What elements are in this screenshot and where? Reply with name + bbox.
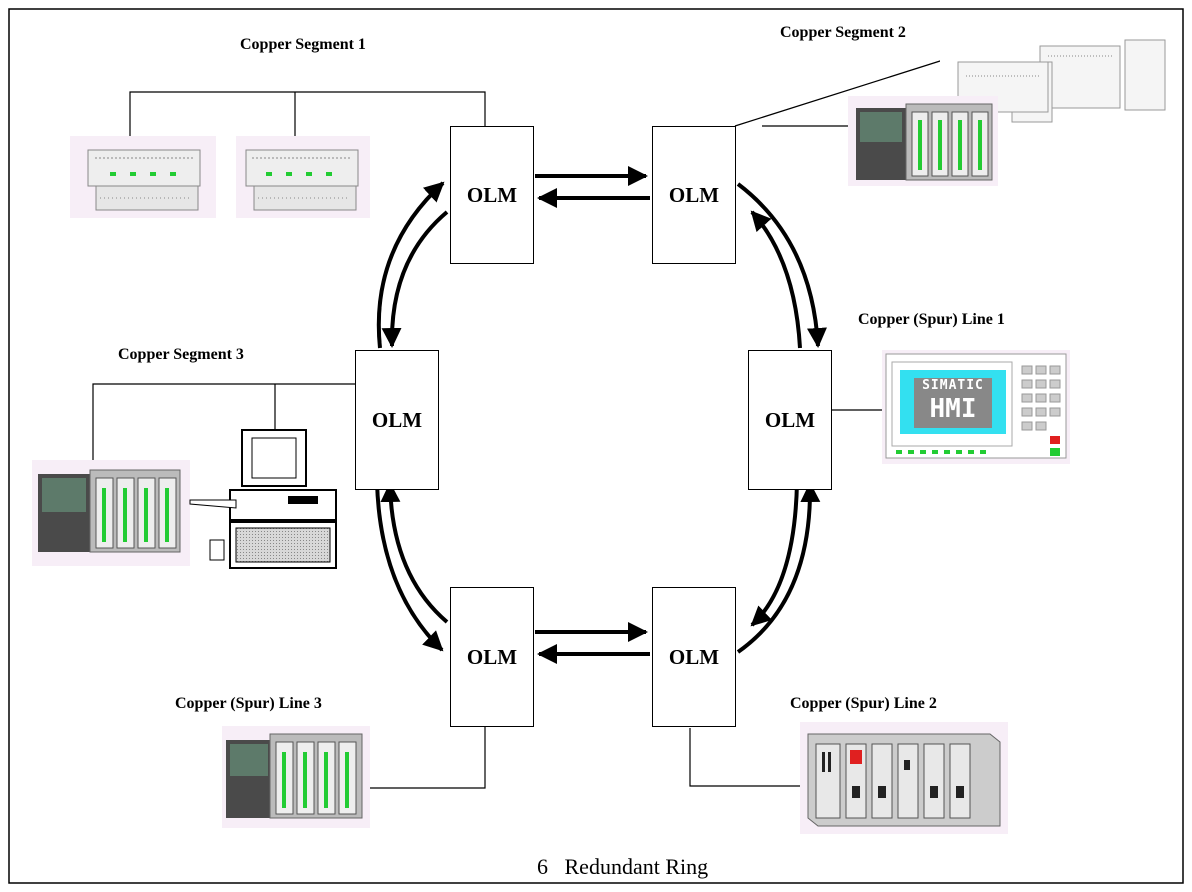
olm-bottom-left: OLM [450, 587, 534, 727]
ring-arrow-right-lower-down [750, 481, 799, 627]
outer-frame [8, 8, 1184, 884]
segment-1-device-b [236, 136, 370, 218]
figure-number: 6 [537, 854, 548, 879]
olm-top-right: OLM [652, 126, 736, 264]
ring-arrow-right-down [736, 182, 827, 348]
ring-arrow-left-up [376, 181, 445, 349]
spur-1-hmi-panel [882, 350, 1070, 464]
ring-arrow-left-lower-up [380, 482, 449, 624]
segment-3-plc [32, 460, 190, 566]
hmi-model-text: HMI [929, 394, 977, 424]
segment-1-device-a [70, 136, 216, 218]
segment-2-devices [848, 39, 1170, 186]
label-spur-line-1: Copper (Spur) Line 1 [858, 311, 1005, 328]
ring-arrow-right-up [750, 210, 802, 349]
figure-caption: 6 Redundant Ring [537, 854, 708, 880]
label-copper-segment-1: Copper Segment 1 [240, 36, 366, 53]
olm-bottom-right: OLM [652, 587, 736, 727]
ring-arrow-left-lower-down [375, 481, 444, 652]
ring-arrow-right-lower-up [736, 482, 821, 654]
olm-middle-left: OLM [355, 350, 439, 490]
spur-2-rack [800, 722, 1008, 834]
olm-middle-right: OLM [748, 350, 832, 490]
olm-top-left: OLM [450, 126, 534, 264]
ring-arrow-left-down [381, 210, 449, 348]
segment-3-pc [189, 429, 337, 569]
label-spur-line-2: Copper (Spur) Line 2 [790, 695, 937, 712]
figure-title: Redundant Ring [564, 854, 709, 879]
label-spur-line-3: Copper (Spur) Line 3 [175, 695, 322, 712]
label-copper-segment-3: Copper Segment 3 [118, 346, 244, 363]
ring-links [375, 166, 827, 664]
spur-3-plc [222, 726, 370, 828]
hmi-brand-text: SIMATIC [922, 378, 984, 393]
label-copper-segment-2: Copper Segment 2 [780, 24, 906, 41]
